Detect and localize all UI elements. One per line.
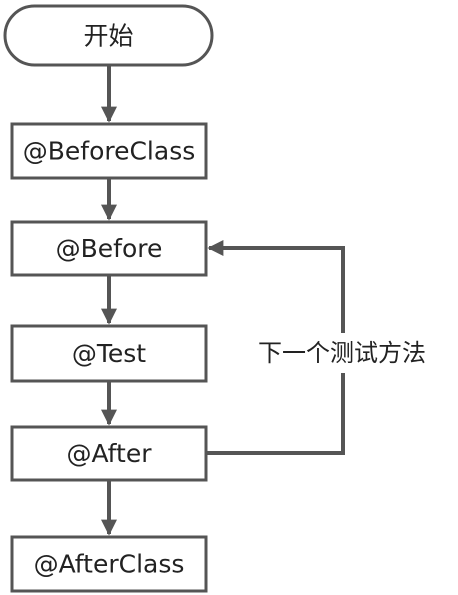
start-node: 开始 bbox=[3, 4, 214, 67]
test-node: @Test bbox=[10, 324, 208, 383]
loop-label: 下一个测试方法 bbox=[258, 339, 426, 367]
before-class-node-label: @BeforeClass bbox=[23, 137, 196, 166]
start-node-label: 开始 bbox=[83, 22, 133, 51]
after-node-label: @After bbox=[66, 439, 152, 468]
after-node: @After bbox=[10, 425, 208, 482]
after-class-node-label: @AfterClass bbox=[34, 550, 185, 579]
before-class-node: @BeforeClass bbox=[10, 122, 208, 180]
before-node-label: @Before bbox=[56, 234, 163, 263]
before-node: @Before bbox=[10, 220, 208, 277]
test-node-label: @Test bbox=[72, 339, 146, 368]
loop-label-background bbox=[246, 333, 438, 373]
after-class-node: @AfterClass bbox=[10, 535, 208, 593]
